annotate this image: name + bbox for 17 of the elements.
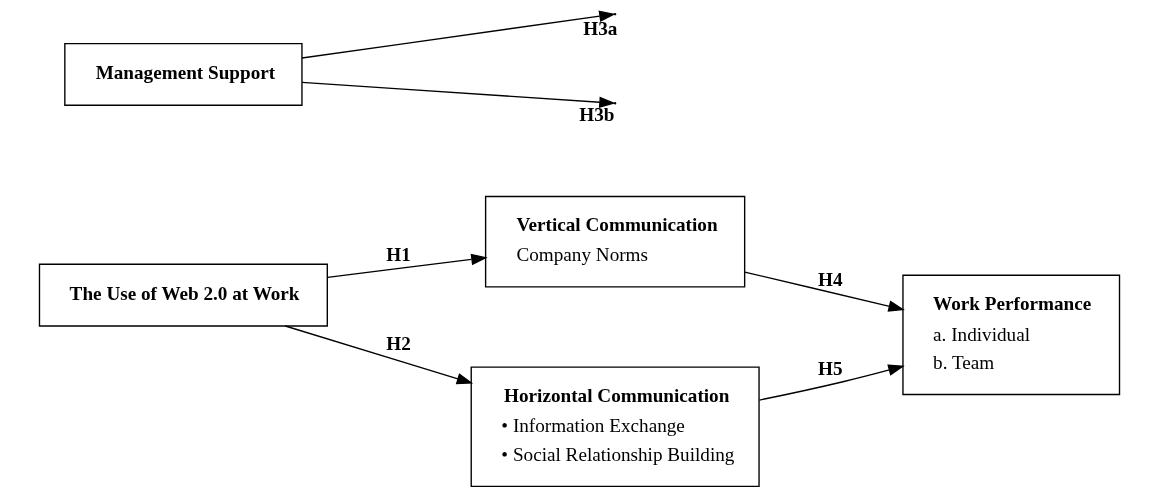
edge-label: H3a — [582, 18, 617, 40]
edge-label: H4 — [817, 268, 842, 290]
edge-label: H3b — [578, 104, 614, 126]
node-box: Vertical Communication Company Norms — [484, 195, 745, 288]
arrow — [300, 10, 616, 59]
edge-label: H2 — [385, 333, 411, 355]
arrow — [300, 81, 616, 109]
node-box: Work Performance a. Individual b. Team — [901, 274, 1120, 396]
arrow — [758, 364, 905, 401]
node-box: Management Support — [63, 42, 303, 106]
edge-label: H5 — [817, 357, 842, 379]
node-box: The Use of Web 2.0 at Work — [38, 263, 328, 327]
edge-label: H1 — [385, 244, 411, 266]
arrow — [284, 325, 473, 385]
arrow — [326, 253, 488, 278]
arrow — [743, 271, 905, 312]
node-box: Horizontal Communication • Information Exchange • Social Relationship Building — [470, 366, 760, 487]
